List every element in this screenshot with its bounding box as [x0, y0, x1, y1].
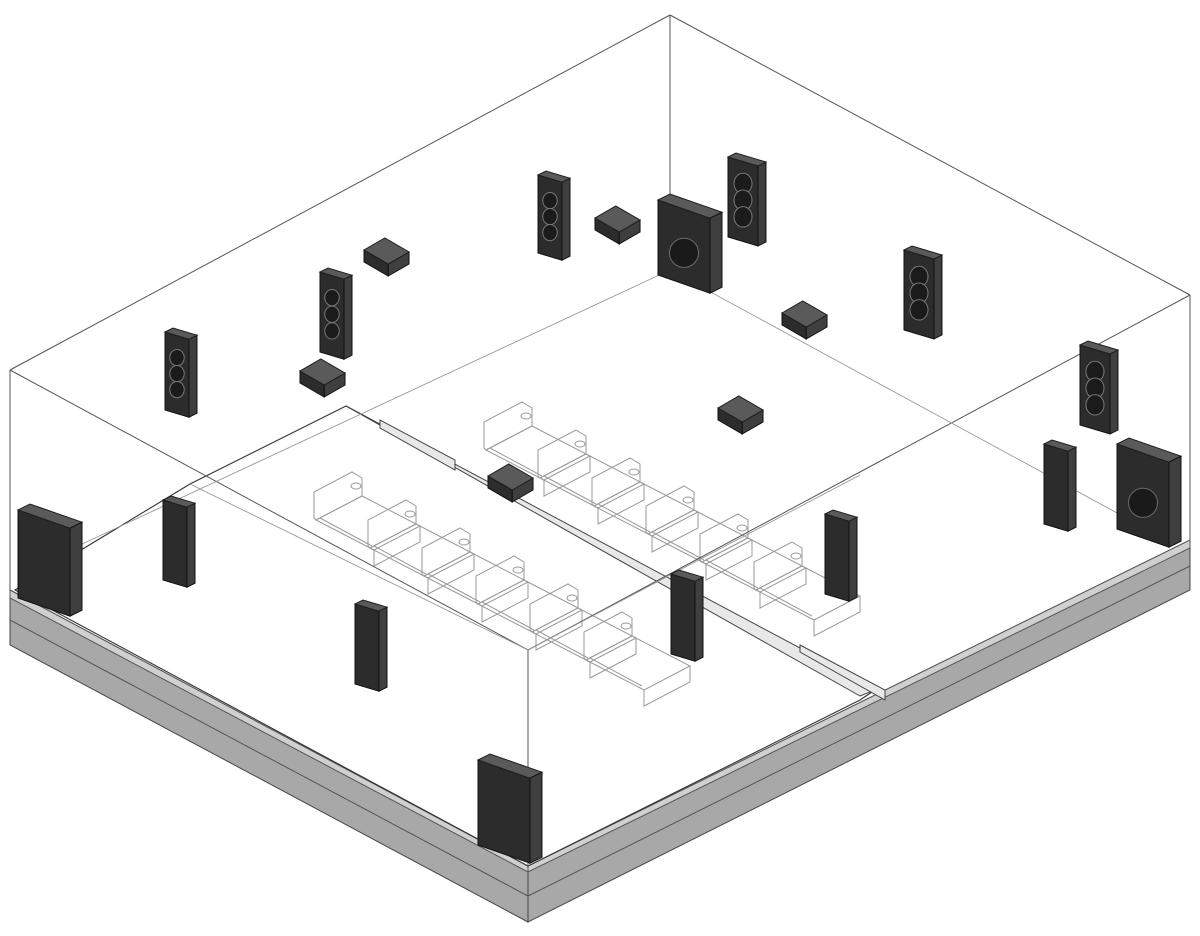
subwoofer-front [656, 193, 724, 295]
ceiling-speaker-4 [781, 300, 829, 340]
riser-step-front [799, 644, 886, 701]
base-left-groove [9, 619, 529, 897]
ceiling-speaker-1 [363, 237, 411, 277]
surround-speaker-rear [669, 569, 705, 663]
ceiling-speaker-6 [487, 463, 535, 503]
wall-edge-12 [527, 474, 861, 651]
base-right-lip [527, 539, 1191, 873]
wall-edge-1 [9, 14, 671, 371]
base-right-groove [527, 565, 1191, 897]
seat-row1-6 [583, 611, 692, 707]
ceiling-speakers [299, 205, 829, 503]
tower-speaker-5 [902, 245, 944, 340]
room-floor-base [9, 539, 1191, 923]
subwoofer-rear [476, 753, 544, 865]
riser-step-back [379, 419, 456, 471]
seat-row2-4 [645, 485, 754, 581]
seat-row2-6 [753, 541, 862, 637]
tower-speaker-6 [1078, 340, 1120, 435]
subwoofer-left [16, 503, 84, 618]
wall-edge-2 [669, 14, 1191, 296]
ceiling-speaker-3 [594, 205, 642, 245]
surround-speaker-left-1 [161, 495, 197, 589]
wall-edge-11 [189, 483, 529, 651]
tower-speaker-3 [536, 170, 572, 262]
ceiling-speaker-2 [299, 358, 347, 398]
tower-speaker-4 [726, 152, 768, 247]
seat-row2-3 [591, 457, 700, 553]
surround-speaker-right-1 [823, 509, 859, 603]
wall-edge-6 [9, 369, 529, 651]
surround-speaker-left-2 [353, 599, 389, 693]
subwoofers [16, 193, 1183, 865]
tower-speaker-2 [318, 267, 354, 361]
surround-speaker-right-2 [1042, 439, 1078, 533]
tower-speakers [163, 152, 1120, 435]
surround-speakers [161, 439, 1078, 693]
tower-speaker-1 [163, 327, 199, 419]
seat-row2-5 [699, 513, 808, 609]
subwoofer-right [1115, 437, 1183, 549]
seating-rows [313, 401, 862, 707]
seat-row2-2 [537, 429, 646, 525]
ceiling-speaker-5 [717, 395, 765, 435]
